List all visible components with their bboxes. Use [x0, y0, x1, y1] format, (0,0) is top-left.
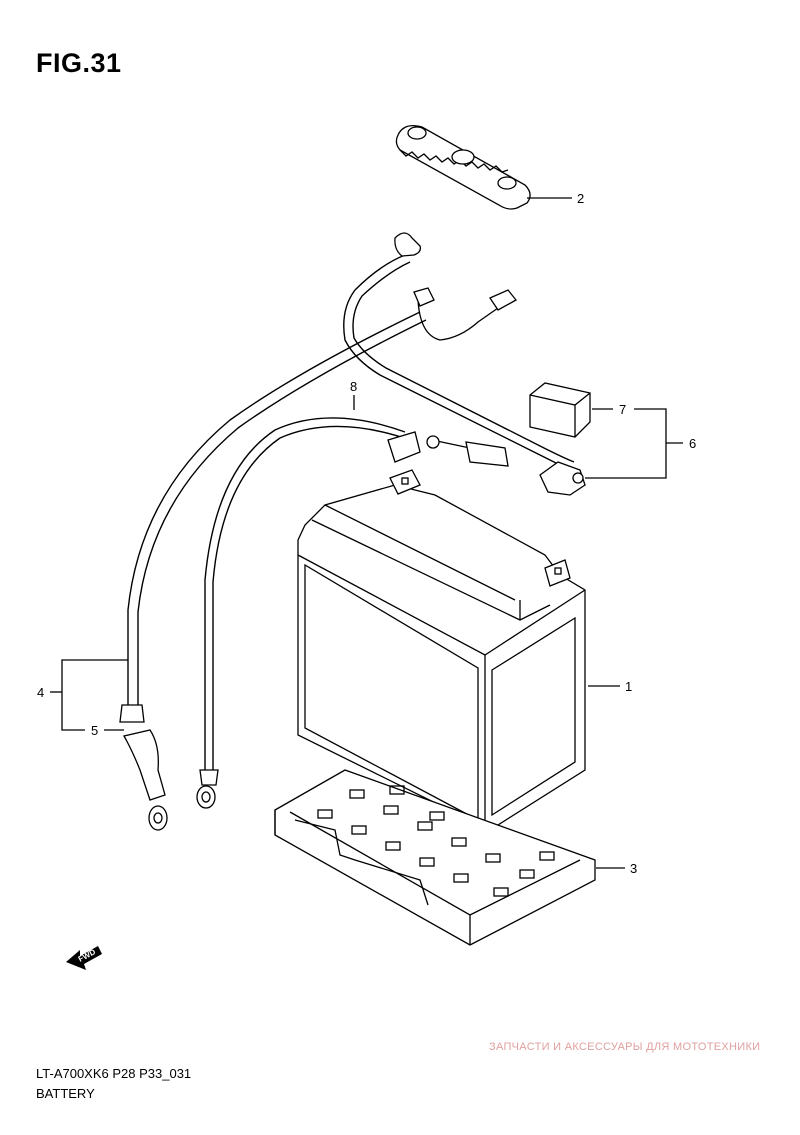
model-code: LT-A700XK6 P28 P33_031 — [36, 1066, 192, 1081]
part-5-boot — [119, 704, 145, 723]
callout-2: 2 — [577, 191, 584, 206]
sub-harness-connector[interactable] — [413, 287, 517, 341]
part-8-lead-wire[interactable] — [196, 417, 509, 809]
part-3-battery-tray[interactable] — [274, 769, 596, 946]
part-1-battery[interactable] — [297, 469, 586, 831]
part-6-positive-lead[interactable] — [343, 232, 586, 496]
callout-5: 5 — [91, 723, 98, 738]
callout-7: 7 — [619, 402, 626, 417]
watermark-tagline: ЗАПЧАСТИ И АКСЕССУАРЫ ДЛЯ МОТОТЕХНИКИ — [489, 1041, 761, 1053]
part-2-bracket[interactable] — [395, 124, 531, 210]
callout-8: 8 — [350, 379, 357, 394]
callout-1: 1 — [625, 679, 632, 694]
callout-4: 4 — [37, 685, 44, 700]
figure-title: FIG.31 — [36, 48, 122, 78]
part-7-terminal-cover[interactable] — [529, 382, 591, 438]
diagram-caption: BATTERY — [36, 1086, 95, 1101]
fwd-arrow-icon: FWD — [66, 946, 102, 970]
callout-3: 3 — [630, 861, 637, 876]
leader-lines — [50, 197, 683, 869]
callout-6: 6 — [689, 436, 696, 451]
part-4-negative-cable[interactable] — [119, 311, 427, 831]
